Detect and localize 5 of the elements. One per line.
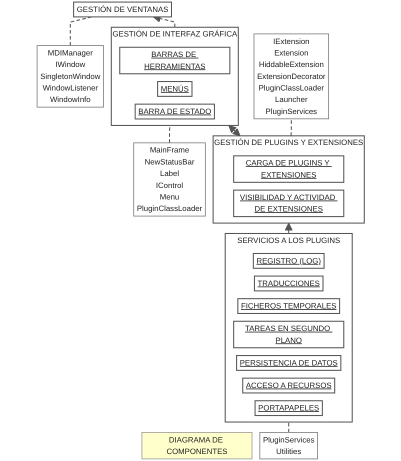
connector <box>290 118 292 136</box>
arrow <box>228 125 240 136</box>
connector <box>168 125 170 143</box>
connector <box>288 422 290 432</box>
arrow <box>284 222 293 234</box>
